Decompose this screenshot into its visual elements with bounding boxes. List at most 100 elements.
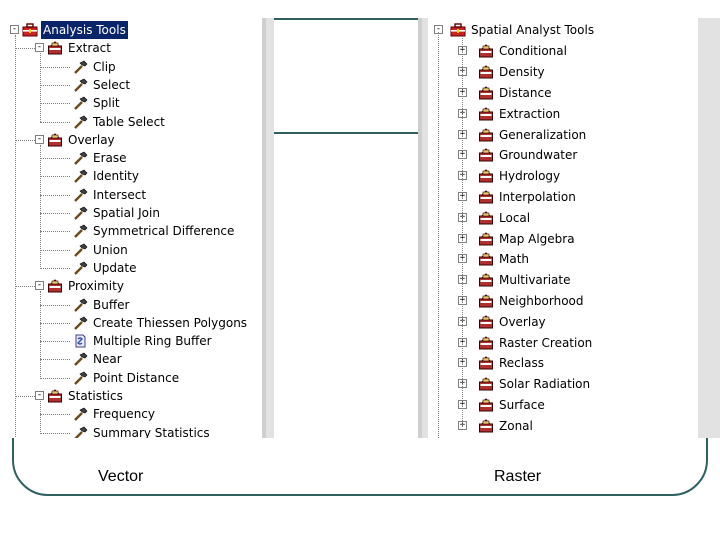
tree-label: Map Algebra (499, 231, 575, 246)
tree-connector (40, 341, 70, 342)
tree-label: Analysis Tools (41, 21, 128, 39)
hammer-icon (72, 406, 88, 422)
tree-connector (40, 176, 70, 177)
hammer-icon (72, 370, 88, 386)
toolset-icon (478, 64, 494, 80)
tree-label: Extraction (499, 106, 561, 121)
hammer-icon (72, 351, 88, 367)
tree-connector (40, 250, 70, 251)
tree-label: Proximity (68, 279, 124, 294)
tree-connector (40, 195, 70, 196)
tree-connector (40, 378, 70, 379)
tree-label: Raster Creation (499, 335, 593, 350)
toolset-icon (478, 168, 494, 184)
tree-label: Extract (68, 41, 111, 56)
collapse-expander-icon[interactable]: - (35, 42, 44, 53)
tree-label: Create Thiessen Polygons (93, 315, 248, 330)
tree-label: Symmetrical Difference (93, 224, 235, 239)
tree-label: Distance (499, 85, 552, 100)
toolset-icon (478, 106, 494, 122)
tree-connector (462, 36, 463, 427)
hammer-icon (72, 242, 88, 258)
tree-connector (40, 103, 70, 104)
vector-caption: Vector (98, 468, 144, 485)
tree-label: Spatial Join (93, 206, 160, 220)
toolset-icon (47, 132, 63, 148)
tree-connector (40, 291, 41, 379)
tree-label: Split (93, 96, 120, 111)
red-toolbox-icon (22, 22, 38, 38)
toolset-icon (478, 272, 494, 288)
tree-connector (40, 67, 70, 68)
tree-connector (40, 213, 70, 214)
hammer-icon (72, 297, 88, 313)
tree-label: Groundwater (499, 148, 578, 163)
raster-caption: Raster (494, 468, 542, 485)
collapse-expander-icon[interactable]: - (35, 133, 44, 144)
tree-connector (15, 396, 35, 397)
hammer-icon (72, 205, 88, 221)
collapse-expander-icon[interactable]: - (35, 390, 44, 400)
tree-label: Near (93, 352, 122, 367)
tree-label: Solar Radiation (499, 377, 591, 392)
hammer-icon (72, 77, 88, 93)
tree-label: Spatial Analyst Tools (471, 23, 595, 37)
hammer-icon (72, 95, 88, 111)
collapse-expander-icon[interactable]: - (10, 24, 19, 34)
toolset-icon (478, 189, 494, 205)
hammer-icon (72, 260, 88, 276)
spatial-analyst-tree[interactable]: -Spatial Analyst Tools+Conditional+Densi… (428, 18, 698, 438)
tree-label: Hydrology (499, 169, 561, 184)
tree-label: Update (93, 260, 137, 275)
tree-connector (15, 286, 35, 287)
tree-label: Frequency (93, 407, 155, 422)
toolset-icon (478, 355, 494, 371)
collapse-expander-icon[interactable]: - (35, 280, 44, 291)
tree-label: Statistics (68, 389, 123, 403)
tree-connector (15, 48, 35, 49)
tree-connector (40, 414, 70, 415)
tree-label: Math (499, 252, 530, 267)
toolset-icon (478, 85, 494, 101)
tree-label: Neighborhood (499, 293, 584, 308)
tree-label: Zonal (499, 418, 533, 433)
tree-label: Multiple Ring Buffer (93, 334, 212, 349)
tree-connector (40, 231, 70, 232)
right-tree-scrollbar[interactable] (698, 18, 720, 438)
tree-connector (40, 145, 41, 269)
red-toolbox-icon (450, 22, 466, 38)
tree-label: Surface (499, 397, 545, 412)
tree-label: Reclass (499, 356, 544, 371)
tree-connector (40, 433, 70, 434)
toolset-icon (478, 418, 494, 434)
hammer-icon (72, 114, 88, 130)
hammer-icon (72, 315, 88, 331)
tree-connector (40, 268, 70, 269)
toolset-icon (47, 388, 63, 404)
tree-label: Union (93, 242, 128, 257)
left-tree-scrollbar[interactable] (266, 18, 274, 438)
toolset-icon (478, 314, 494, 330)
left-tree-border (262, 18, 266, 438)
tree-label: Buffer (93, 297, 130, 312)
right-tree-gutter (422, 18, 428, 438)
tree-label: Table Select (93, 114, 165, 129)
hammer-icon (72, 150, 88, 166)
tree-label: Intersect (93, 187, 147, 202)
tree-connector (15, 140, 35, 141)
tree-connector (40, 85, 70, 86)
tree-connector (40, 401, 41, 434)
tree-label: Multivariate (499, 273, 571, 288)
toolset-icon (478, 251, 494, 267)
tree-label: Local (499, 210, 531, 225)
toolset-icon (478, 231, 494, 247)
toolset-icon (47, 40, 63, 56)
tree-label: Erase (93, 151, 127, 166)
tree-label: Select (93, 77, 131, 92)
right-tree-border-left (418, 18, 422, 438)
toolset-icon (478, 293, 494, 309)
tree-connector (40, 122, 70, 123)
tree-label: Conditional (499, 44, 567, 59)
tree-connector (40, 305, 70, 306)
